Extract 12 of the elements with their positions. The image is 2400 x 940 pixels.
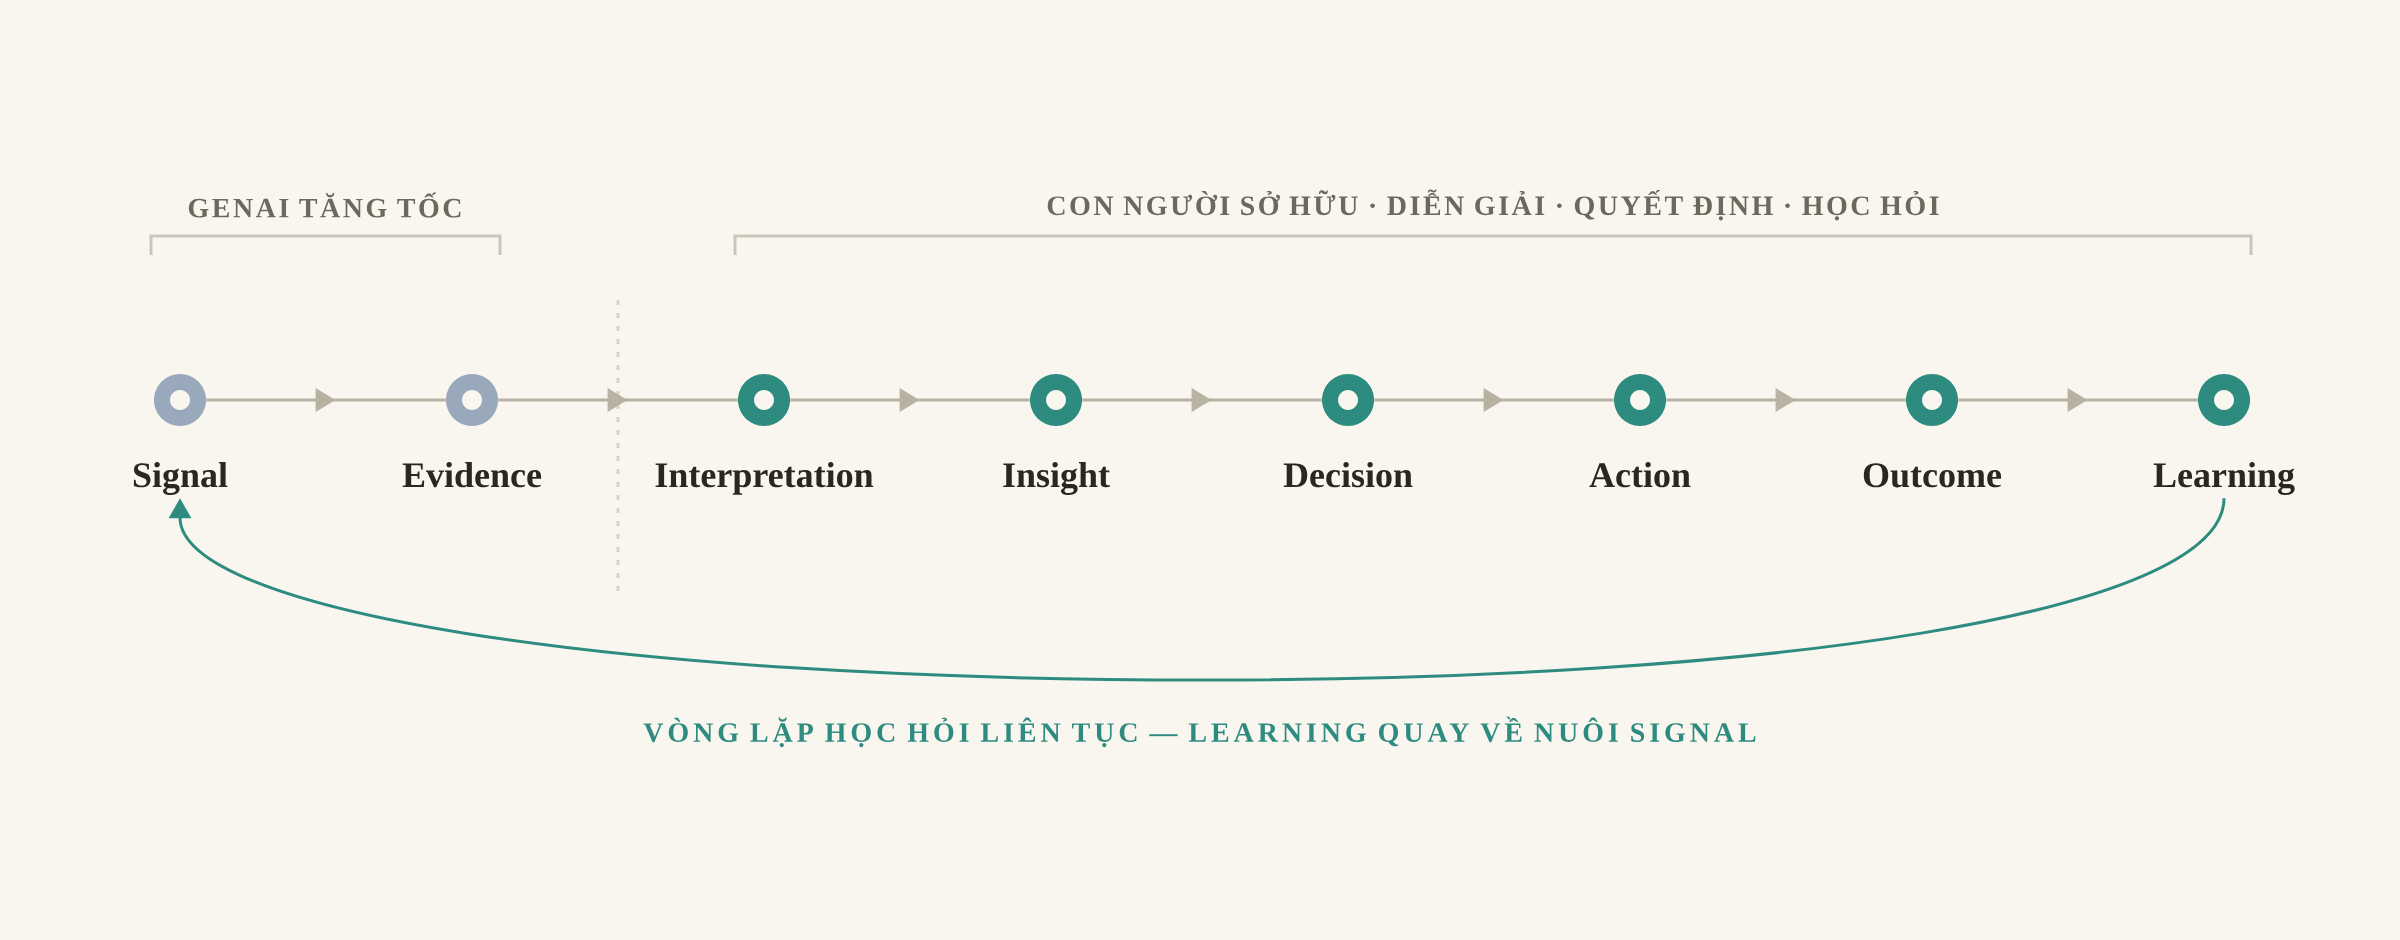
group-heading: CON NGƯỜI SỞ HỮU · DIỄN GIẢI · QUYẾT ĐỊNH · HỌC HỎI (1047, 189, 1939, 221)
group-heading: GENAI TĂNG TỐC (188, 192, 461, 218)
step-label: Outcome (1863, 463, 2002, 488)
step-label: Action (1589, 462, 1691, 488)
step-label: Insight (1003, 462, 1110, 495)
step-label: Learning (2153, 462, 2295, 495)
step-label: Interpretation (655, 462, 874, 495)
arrow (168, 497, 2226, 682)
loop-caption: VÒNG LẶP HỌC HỎI LIÊN TỤC — LEARNING QUAY VỀ NUÔI SIGNAL (643, 716, 1756, 748)
step-label: Evidence (402, 462, 542, 488)
step-label: Signal (133, 462, 228, 495)
step-label: Decision (1283, 462, 1413, 488)
